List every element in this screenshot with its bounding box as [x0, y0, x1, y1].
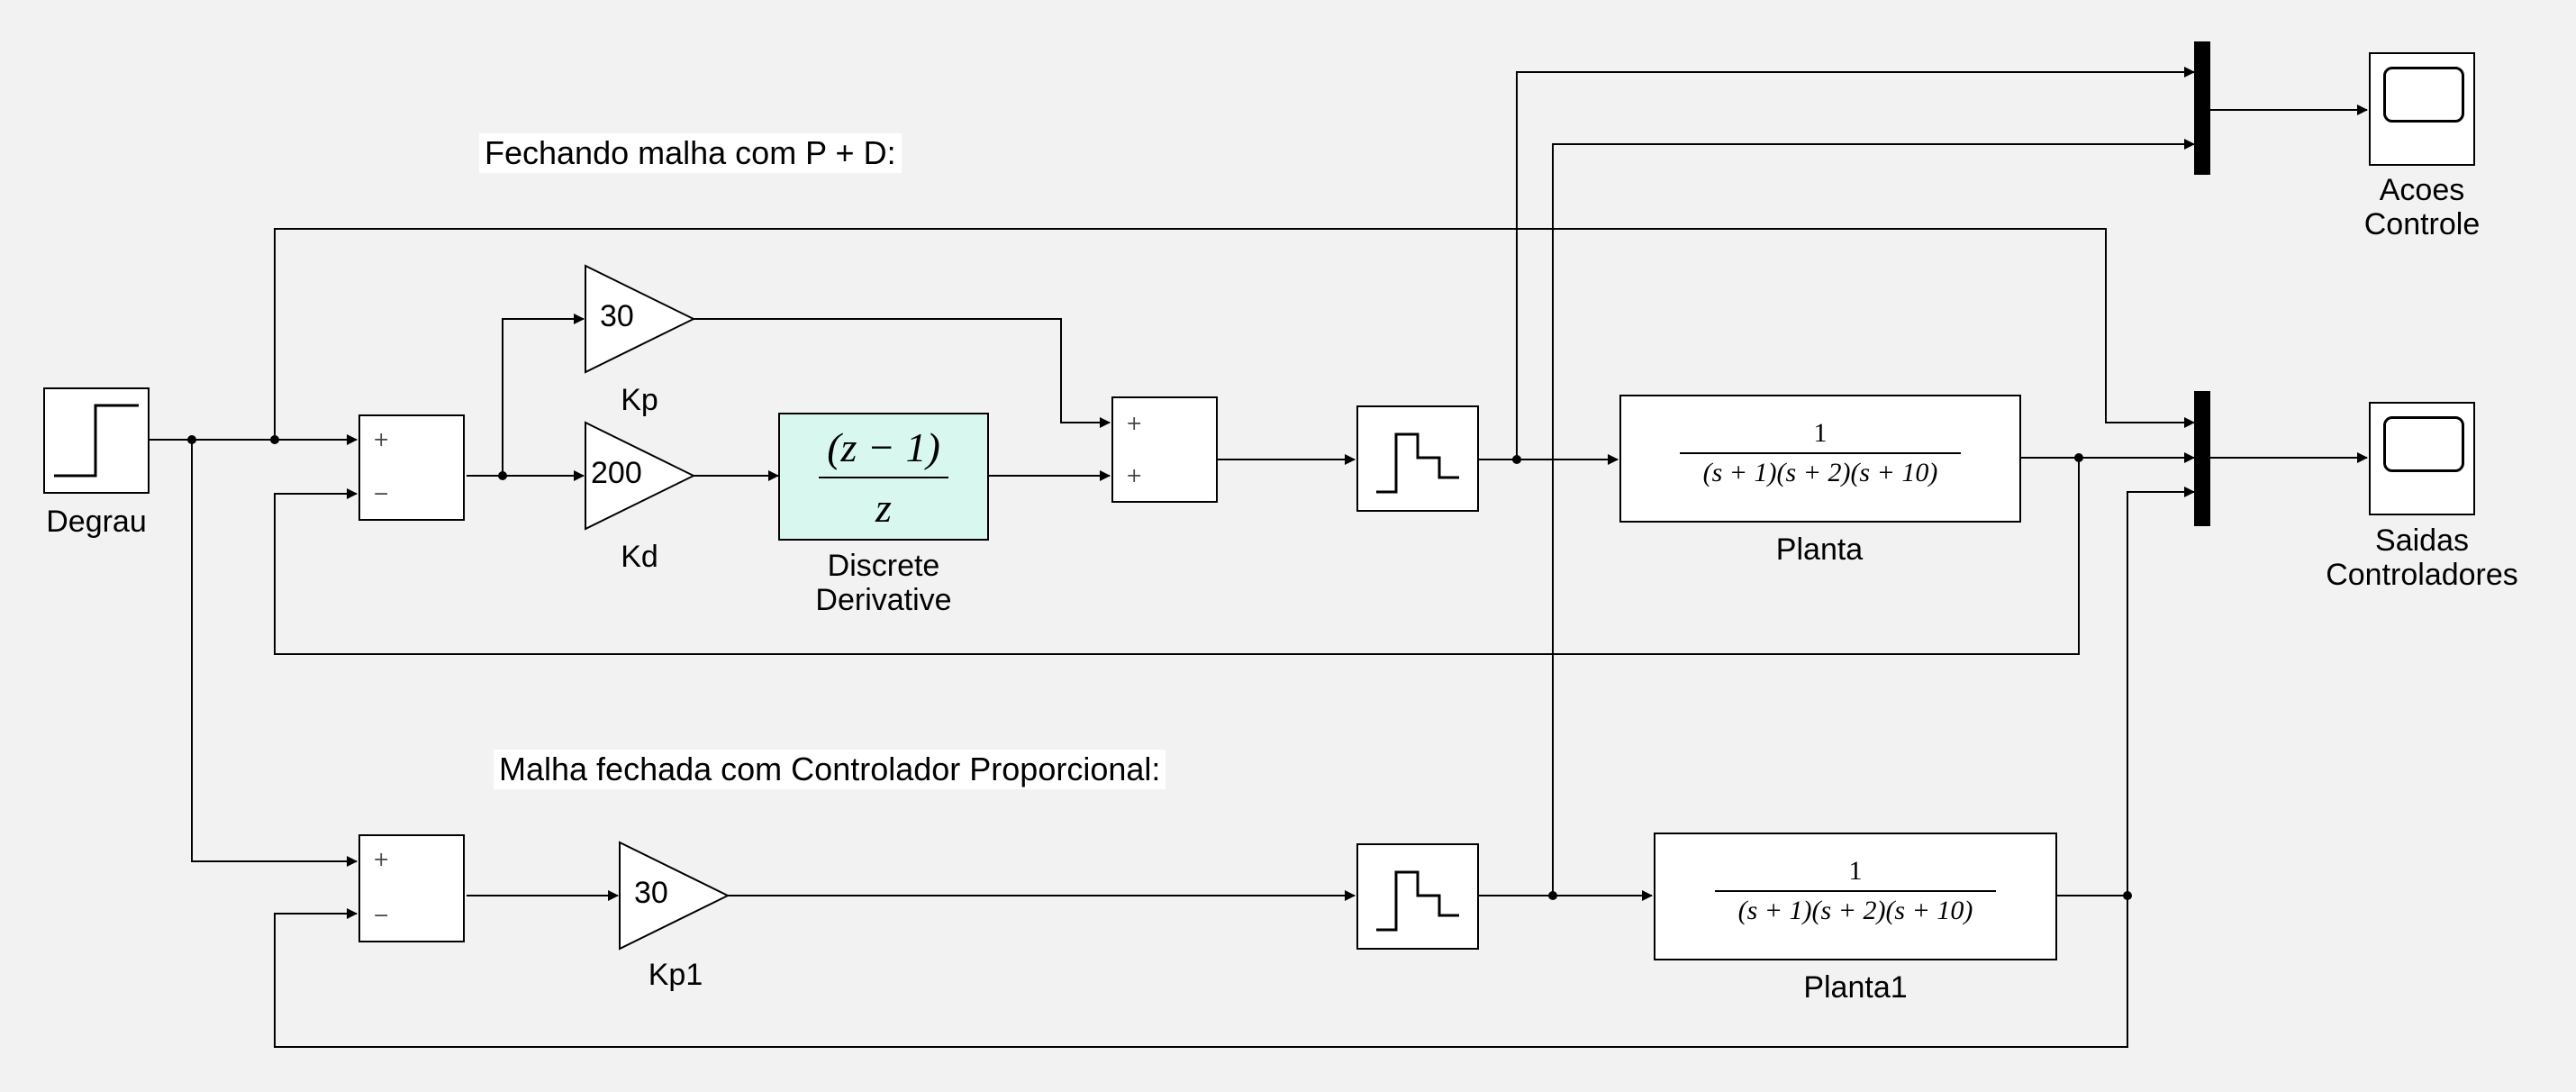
planta-label: Planta — [1775, 532, 1864, 567]
kd-value: 200 — [591, 456, 642, 490]
planta1-label: Planta1 — [1803, 970, 1908, 1005]
branch-point — [1548, 891, 1557, 900]
zero-order-hold-bottom[interactable] — [1356, 843, 1479, 950]
wire-feedback-bottom — [274, 896, 2128, 1048]
planta1-transfer-function: 1 (s + 1)(s + 2)(s + 10) — [1655, 856, 2055, 926]
minus-sign: − — [373, 905, 390, 927]
zero-order-hold-top[interactable] — [1356, 405, 1479, 512]
planta1-block[interactable]: 1 (s + 1)(s + 2)(s + 10) — [1654, 833, 2057, 960]
plus-sign: + — [1126, 413, 1143, 435]
derivative-denominator: z — [875, 485, 892, 531]
branch-points — [187, 435, 2132, 900]
derivative-transfer-function: (z − 1) z — [780, 423, 987, 532]
wire-kp-to-sum — [694, 318, 1111, 428]
fraction-bar — [1680, 452, 1961, 454]
branch-point — [2074, 453, 2083, 462]
p-loop-annotation[interactable]: Malha fechada com Controlador Proporcion… — [494, 750, 1166, 789]
derivative-numerator: (z − 1) — [827, 424, 940, 470]
degrau-block[interactable] — [43, 387, 150, 494]
step-icon — [54, 404, 139, 478]
wire-planta1-to-mux2 — [2127, 487, 2195, 896]
derivative-label-line2: Derivative — [815, 583, 952, 617]
kp1-gain-triangle[interactable] — [619, 841, 730, 951]
mux-saidas[interactable] — [2194, 391, 2210, 526]
minus-sign: − — [373, 483, 390, 505]
saidas-label-line1: Saidas — [2375, 523, 2469, 558]
planta1-denominator: (s + 1)(s + 2)(s + 10) — [1737, 896, 1973, 925]
planta-block[interactable]: 1 (s + 1)(s + 2)(s + 10) — [1619, 395, 2021, 523]
kp1-value: 30 — [634, 876, 668, 910]
scope-saidas-block[interactable] — [2369, 402, 2475, 515]
plus-sign: + — [373, 849, 390, 871]
plus-sign: + — [373, 429, 390, 451]
pd-loop-annotation[interactable]: Fechando malha com P + D: — [479, 133, 902, 173]
degrau-label: Degrau — [46, 505, 147, 539]
branch-point — [187, 435, 196, 444]
signal-lines — [150, 67, 2368, 1048]
planta-denominator: (s + 1)(s + 2)(s + 10) — [1702, 458, 1938, 487]
sum-pd-block[interactable]: + + — [1111, 396, 1218, 503]
wire-to-sum-bottom-plus — [191, 440, 358, 867]
planta-transfer-function: 1 (s + 1)(s + 2)(s + 10) — [1621, 418, 2019, 488]
sum-bottom-block[interactable]: + − — [358, 834, 465, 942]
planta1-numerator: 1 — [1848, 856, 1863, 886]
scope-screen-icon — [2383, 67, 2464, 123]
zoh-icon — [1376, 870, 1459, 932]
kp-gain-triangle[interactable] — [585, 264, 696, 374]
kp-label: Kp — [621, 383, 658, 417]
wire-to-kp — [502, 314, 585, 476]
zoh-icon — [1376, 432, 1459, 494]
branch-point — [498, 471, 507, 480]
saidas-label-line2: Controladores — [2326, 558, 2518, 592]
mux-acoes[interactable] — [2194, 41, 2210, 175]
plus-sign: + — [1126, 465, 1143, 487]
kd-label: Kd — [621, 540, 658, 574]
branch-point — [270, 435, 279, 444]
acoes-label-line1: Acoes — [2379, 173, 2465, 207]
wire-feedback-top — [274, 458, 2080, 655]
wire-ref-to-mux2 — [274, 228, 2195, 440]
acoes-label-line2: Controle — [2363, 207, 2481, 241]
fraction-bar — [819, 477, 948, 478]
branch-point — [1512, 455, 1521, 464]
scope-screen-icon — [2383, 416, 2464, 472]
kp1-label: Kp1 — [648, 958, 703, 992]
discrete-derivative-block[interactable]: (z − 1) z — [778, 413, 989, 541]
branch-point — [2123, 891, 2132, 900]
fraction-bar — [1715, 890, 1996, 892]
planta-numerator: 1 — [1813, 418, 1828, 448]
kd-gain-triangle[interactable] — [585, 421, 696, 531]
derivative-label-line1: Discrete — [827, 549, 940, 583]
scope-acoes-block[interactable] — [2369, 52, 2475, 166]
wire-to-mux1-in1 — [1516, 67, 2195, 460]
wire-to-mux1-in2 — [1552, 139, 2195, 896]
sum-top-block[interactable]: + − — [358, 414, 465, 521]
kp-value: 30 — [600, 299, 634, 333]
